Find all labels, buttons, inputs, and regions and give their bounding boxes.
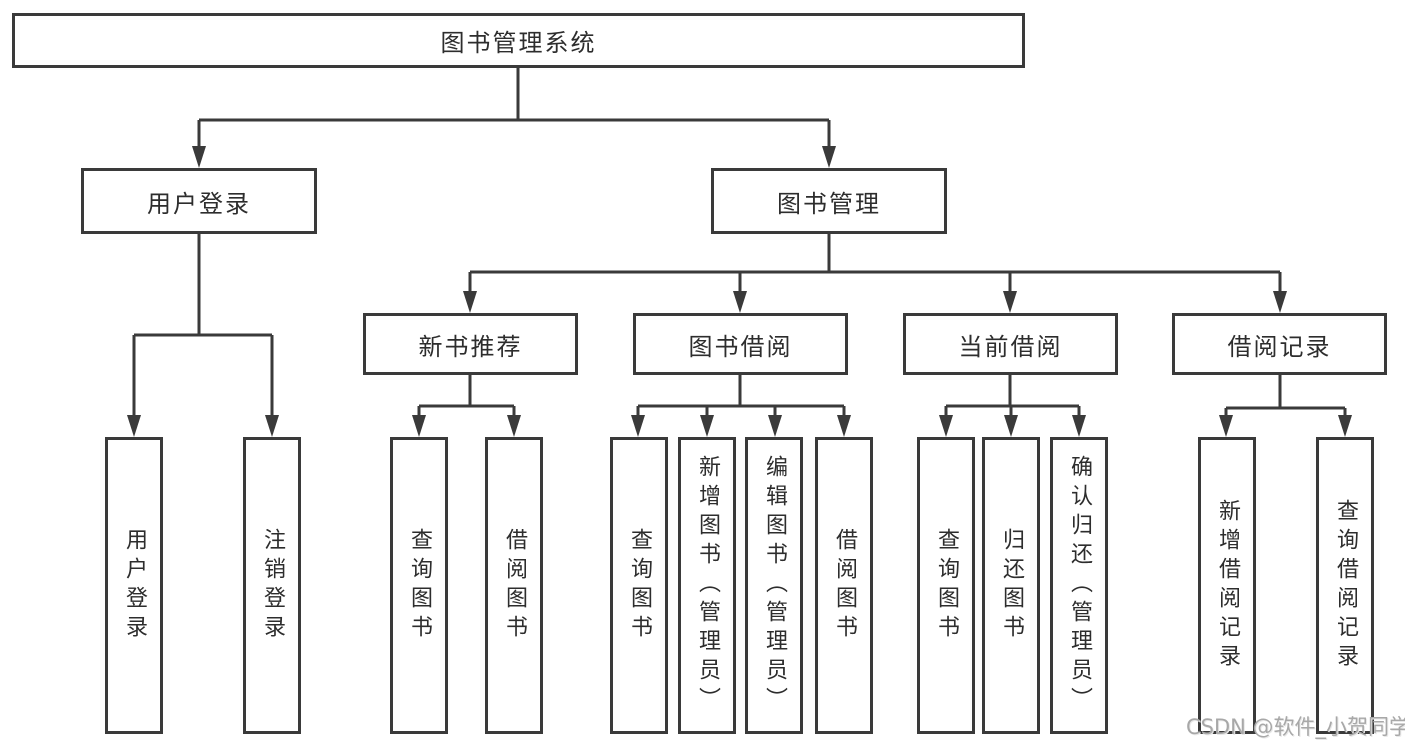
node-borrowing-records-label: 借阅记录 [1227, 332, 1332, 361]
node-book-borrowing: 图书借阅 [633, 313, 848, 375]
node-leaf-add-borrow-record: 新增借阅记录 [1198, 437, 1256, 734]
node-root: 图书管理系统 [12, 13, 1025, 68]
node-user-login-label: 用户登录 [147, 189, 251, 218]
node-leaf-edit-books-admin: 编辑图书（管理员） [745, 437, 803, 734]
leaf-label: 借阅图书 [832, 527, 857, 644]
node-leaf-borrow-books-recommend: 借阅图书 [485, 437, 543, 734]
leaf-label: 注销登录 [260, 527, 285, 644]
connector-current-borrowing-children [944, 375, 1081, 417]
leaf-label: 查询借阅记录 [1333, 498, 1358, 673]
leaf-label: 查询图书 [934, 527, 959, 644]
node-leaf-confirm-return-admin: 确认归还（管理员） [1050, 437, 1108, 734]
connector-borrowing-records-children [1224, 375, 1347, 417]
node-current-borrowing-label: 当前借阅 [958, 332, 1063, 361]
leaf-label: 借阅图书 [502, 527, 527, 644]
node-book-borrowing-label: 图书借阅 [688, 332, 793, 361]
node-leaf-query-borrow-record: 查询借阅记录 [1316, 437, 1374, 734]
node-leaf-query-books-current: 查询图书 [917, 437, 975, 734]
csdn-watermark: CSDN @软件_小贺同学 [1186, 715, 1405, 739]
arrow-down-icon [265, 415, 279, 437]
node-new-book-recommend-label: 新书推荐 [418, 332, 523, 361]
node-leaf-return-books: 归还图书 [982, 437, 1040, 734]
leaf-label: 查询图书 [407, 527, 432, 644]
arrow-down-icon [1004, 415, 1018, 437]
arrow-down-icon [768, 415, 782, 437]
arrow-down-icon [1338, 415, 1352, 437]
arrow-down-icon [631, 415, 645, 437]
node-new-book-recommend: 新书推荐 [363, 313, 578, 375]
arrow-down-icon [1072, 415, 1086, 437]
connector-user-login-children [132, 234, 274, 417]
node-user-login: 用户登录 [81, 168, 317, 234]
node-current-borrowing: 当前借阅 [903, 313, 1118, 375]
leaf-label: 归还图书 [999, 527, 1024, 644]
node-leaf-add-books-admin: 新增图书（管理员） [678, 437, 736, 734]
connector-book-borrowing-children [636, 375, 846, 417]
arrow-down-icon [1003, 291, 1017, 313]
arrow-down-icon [1273, 291, 1287, 313]
leaf-label: 用户登录 [122, 527, 147, 644]
arrow-down-icon [463, 291, 477, 313]
arrow-down-icon [939, 415, 953, 437]
leaf-label: 编辑图书（管理员） [762, 455, 787, 716]
node-leaf-logout: 注销登录 [243, 437, 301, 734]
arrow-down-icon [700, 415, 714, 437]
leaf-label: 新增借阅记录 [1215, 498, 1240, 673]
arrow-down-icon [733, 291, 747, 313]
connector-root-to-level2 [197, 68, 831, 148]
arrow-down-icon [192, 146, 206, 168]
arrow-down-icon [127, 415, 141, 437]
connector-new-book-recommend-children [417, 375, 516, 417]
arrow-down-icon [412, 415, 426, 437]
leaf-label: 查询图书 [627, 527, 652, 644]
arrow-down-icon [822, 146, 836, 168]
connector-book-management-to-level3 [468, 234, 1282, 293]
leaf-label: 确认归还（管理员） [1067, 455, 1092, 716]
arrow-down-icon [507, 415, 521, 437]
node-root-label: 图书管理系统 [440, 29, 597, 57]
node-leaf-query-books-borrowing: 查询图书 [610, 437, 668, 734]
node-borrowing-records: 借阅记录 [1172, 313, 1387, 375]
arrow-down-icon [1219, 415, 1233, 437]
node-book-management: 图书管理 [711, 168, 947, 234]
leaf-label: 新增图书（管理员） [695, 455, 720, 716]
node-book-management-label: 图书管理 [777, 189, 881, 218]
arrow-down-icon [837, 415, 851, 437]
node-leaf-query-books-recommend: 查询图书 [390, 437, 448, 734]
node-leaf-borrow-books-borrowing: 借阅图书 [815, 437, 873, 734]
node-leaf-user-login: 用户登录 [105, 437, 163, 734]
